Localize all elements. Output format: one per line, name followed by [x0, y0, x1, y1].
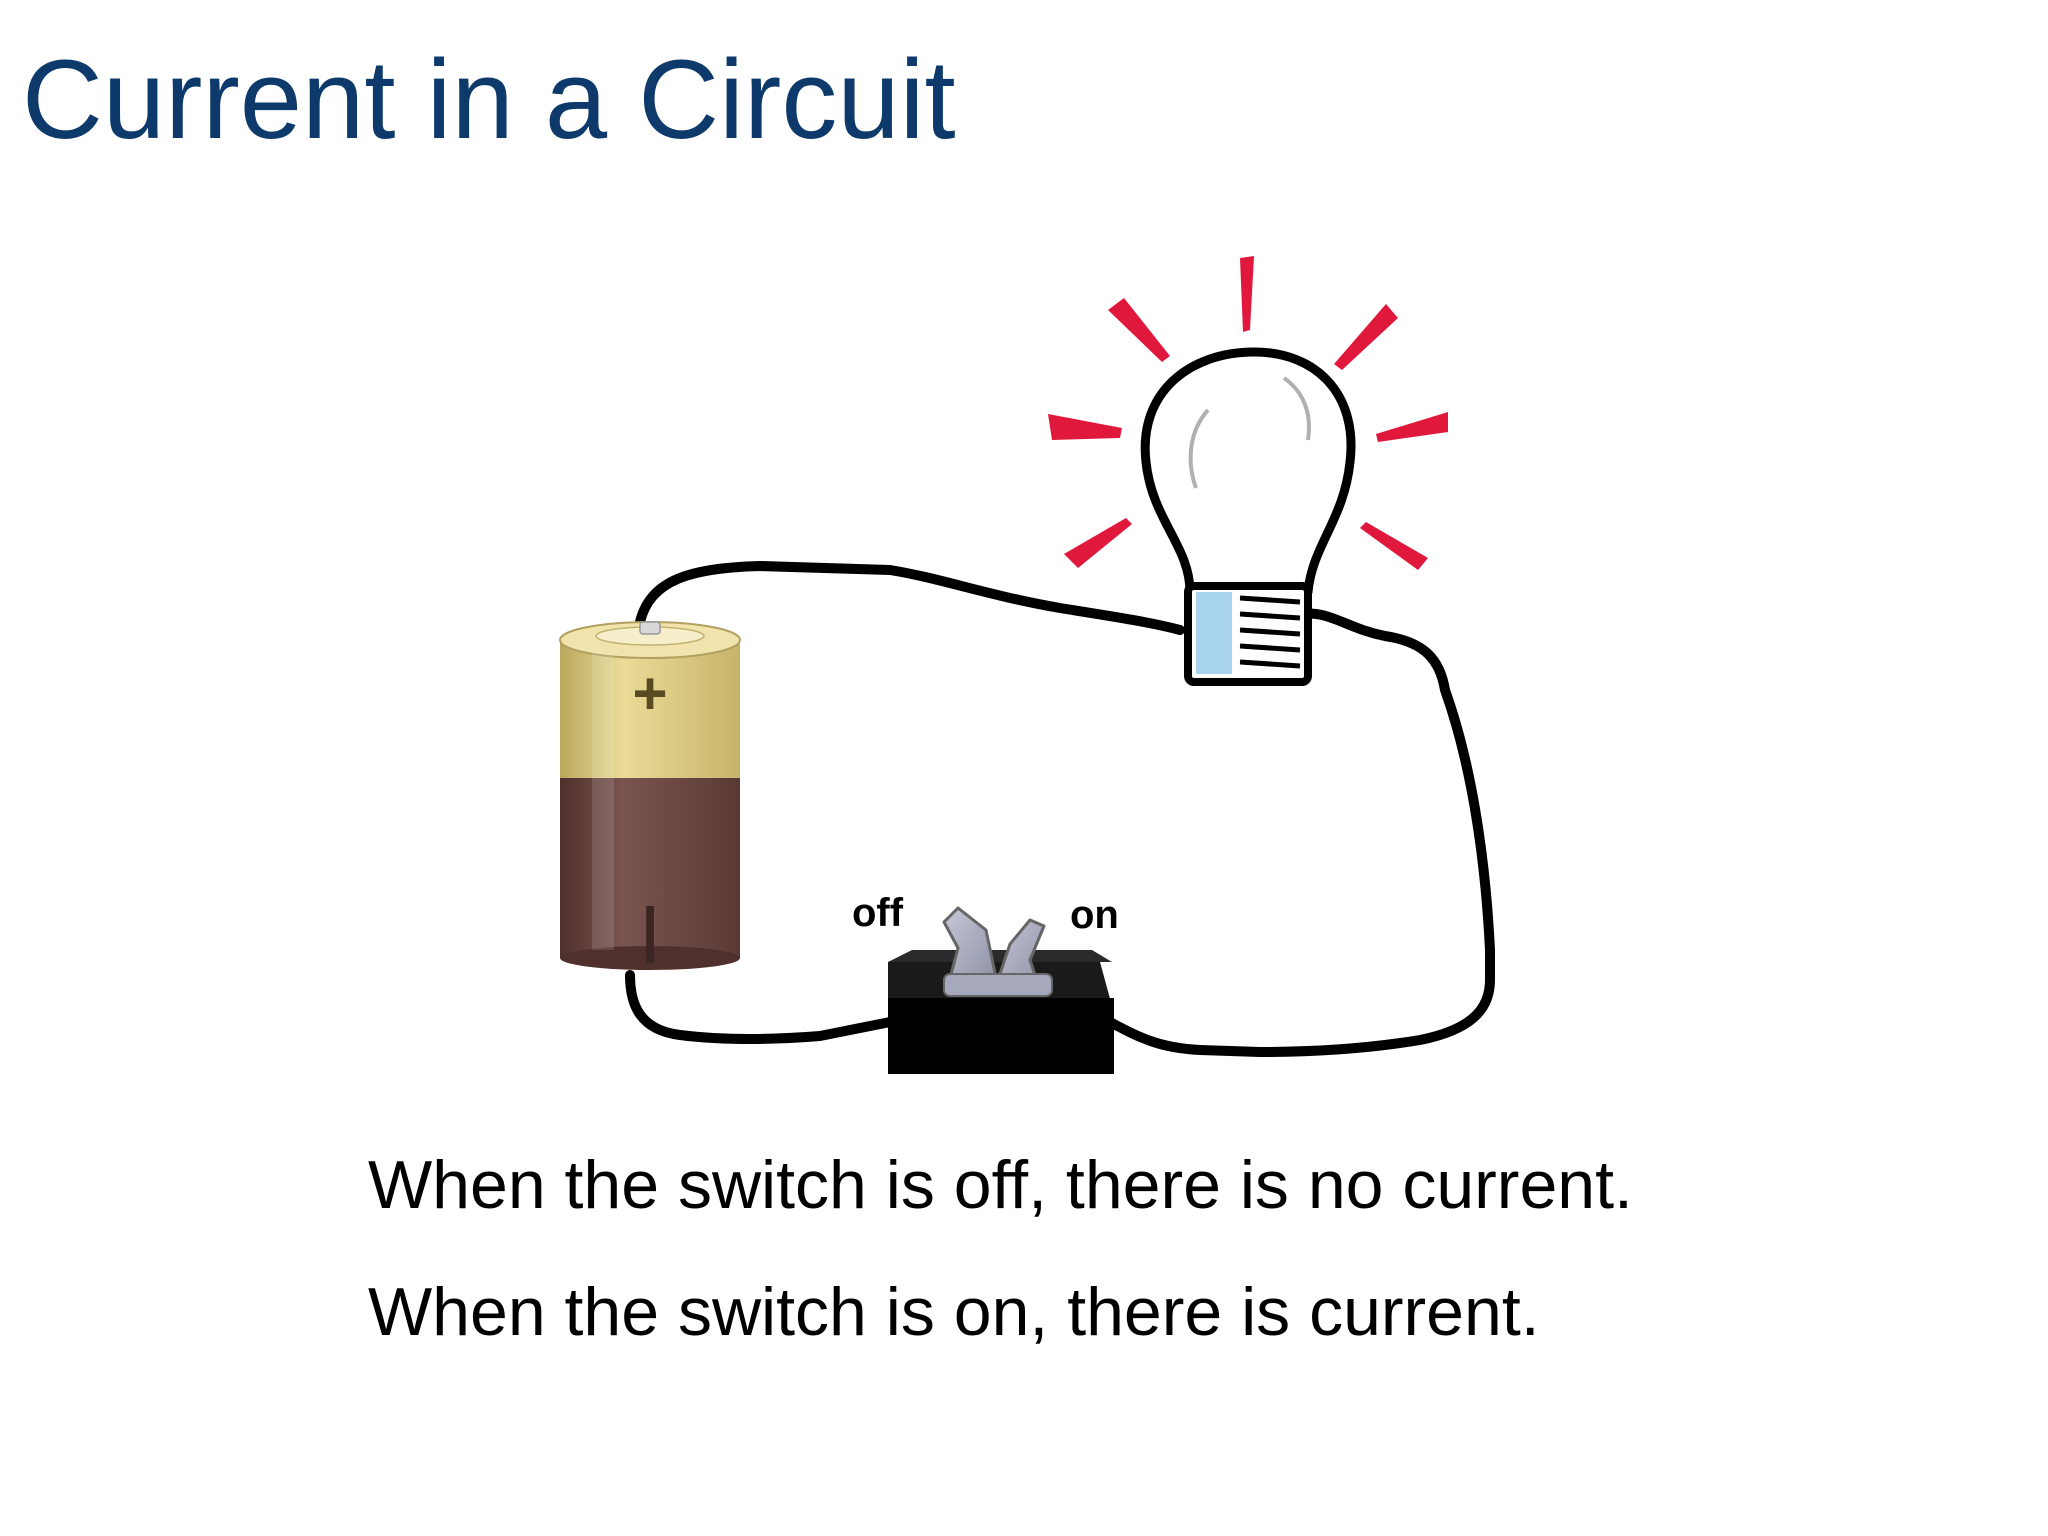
toggle-switch-icon [888, 906, 1114, 1074]
caption-switch-off: When the switch is off, there is no curr… [368, 1147, 1633, 1223]
battery-positive-symbol: + [632, 660, 667, 727]
battery-icon: + | [559, 621, 741, 970]
wire [625, 561, 1495, 1057]
light-rays [1048, 256, 1448, 570]
light-bulb-icon [1048, 256, 1448, 686]
switch-on-label: on [1070, 893, 1119, 937]
page-title: Current in a Circuit [22, 37, 956, 162]
switch-off-label: off [852, 891, 904, 935]
battery-negative-symbol: | [642, 896, 659, 964]
caption-switch-on: When the switch is on, there is current. [368, 1274, 1540, 1350]
